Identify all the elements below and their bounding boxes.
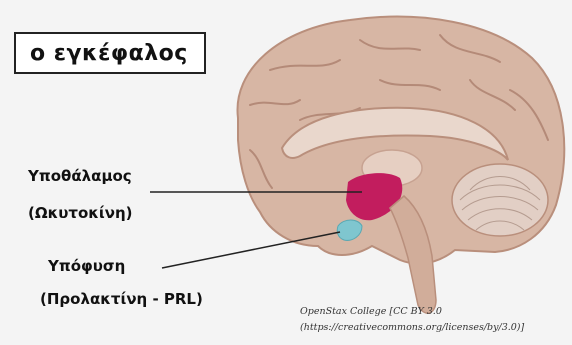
- pituitary-hormone-label: (Προλακτίνη - PRL): [40, 290, 203, 308]
- hypothalamus-hormone-label: (Ωκυτοκίνη): [28, 204, 133, 222]
- credit-line-1: OpenStax College [CC BY 3.0: [300, 306, 442, 317]
- hypothalamus-label: Υποθάλαμος: [28, 167, 132, 185]
- cerebellum: [452, 164, 548, 236]
- title-box: ο εγκέφαλος: [14, 32, 206, 74]
- credit-line-2: (https://creativecommons.org/licenses/by…: [300, 322, 524, 333]
- pituitary-label: Υπόφυση: [48, 257, 125, 275]
- diagram-title: ο εγκέφαλος: [30, 41, 188, 66]
- pituitary-leader-line: [162, 232, 340, 268]
